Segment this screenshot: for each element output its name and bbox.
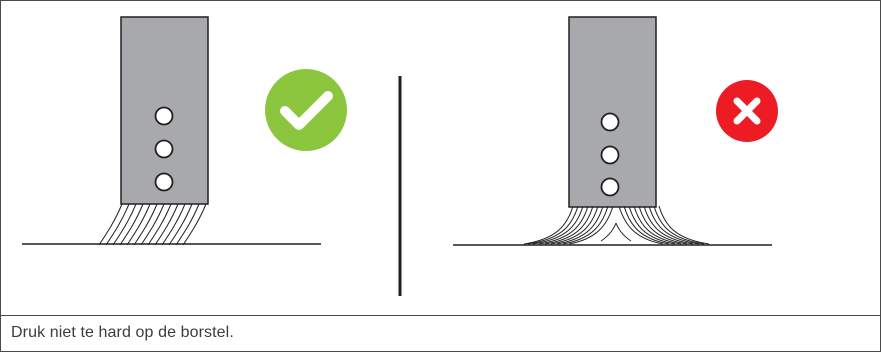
check-icon — [265, 69, 347, 151]
handle-hole-1 — [600, 112, 620, 132]
bristles-splayed — [523, 205, 710, 245]
brush-handle-right — [568, 16, 657, 208]
bristles-straight — [98, 203, 207, 246]
correct-pressure-panel — [22, 16, 347, 246]
handle-hole-3 — [154, 172, 174, 192]
cross-icon — [716, 80, 778, 142]
handle-hole-2 — [600, 145, 620, 165]
handle-hole-2 — [154, 139, 174, 159]
too-much-pressure-panel — [453, 16, 778, 246]
caption-text: Druk niet te hard op de borstel. — [11, 324, 234, 341]
handle-hole-3 — [600, 177, 620, 197]
handle-hole-1 — [154, 106, 174, 126]
brush-pressure-illustration — [1, 1, 880, 316]
illustration-svg — [22, 16, 778, 296]
